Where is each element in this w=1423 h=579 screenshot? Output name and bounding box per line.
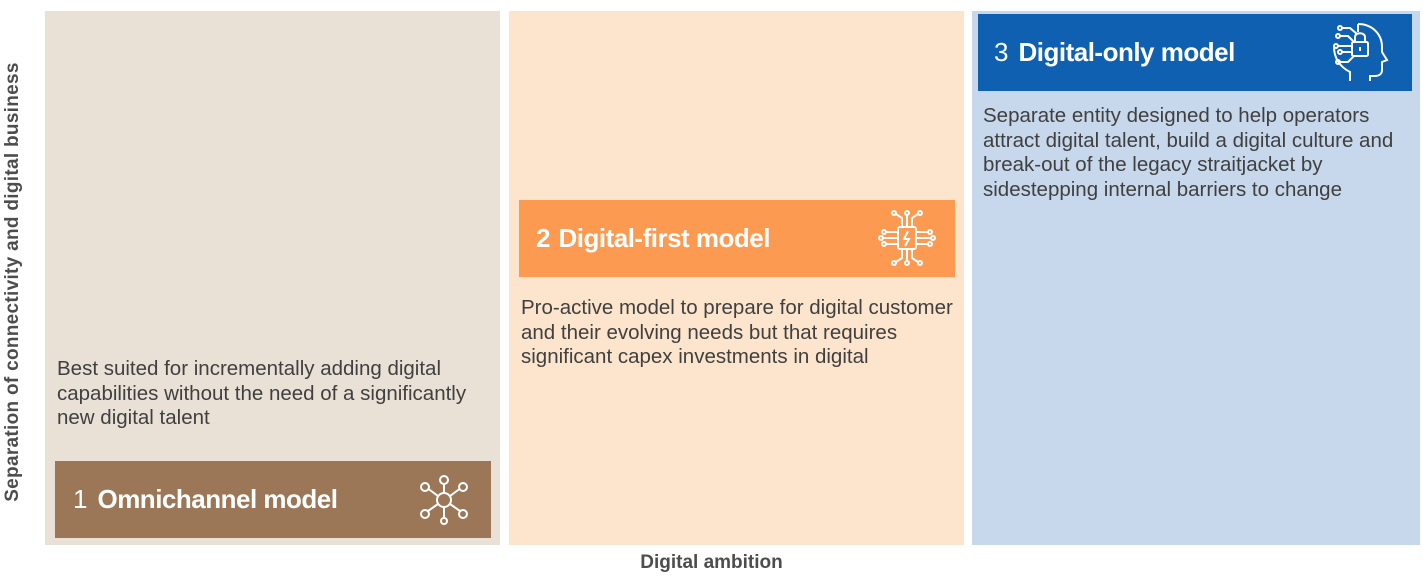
model-title: Digital-first model (558, 223, 770, 253)
omnichannel-title-box: 1 Omnichannel model (55, 461, 491, 538)
column-digital-first (509, 11, 964, 545)
column-omnichannel (45, 11, 500, 545)
digital-first-title-box: 2 Digital-first model (519, 200, 955, 277)
circuit-chip-icon (878, 210, 936, 266)
digital-first-description: Pro-active model to prepare for digital … (521, 296, 953, 368)
column-digital-only (972, 11, 1420, 545)
model-title: Omnichannel model (97, 484, 338, 514)
y-axis-label: Separation of connectivity and digital b… (2, 62, 23, 502)
network-nodes-icon (420, 475, 468, 525)
model-title: Digital-only model (1018, 37, 1235, 67)
model-number: 1 (73, 484, 88, 514)
omnichannel-description: Best suited for incrementally adding dig… (57, 357, 467, 429)
digital-only-title-box: 3 Digital-only model (978, 14, 1412, 91)
x-axis-label: Digital ambition (640, 552, 783, 573)
model-number: 3 (994, 37, 1009, 67)
digital-head-lock-icon (1333, 23, 1389, 81)
model-number: 2 (536, 223, 551, 253)
digital-only-description: Separate entity designed to help operato… (983, 104, 1394, 201)
